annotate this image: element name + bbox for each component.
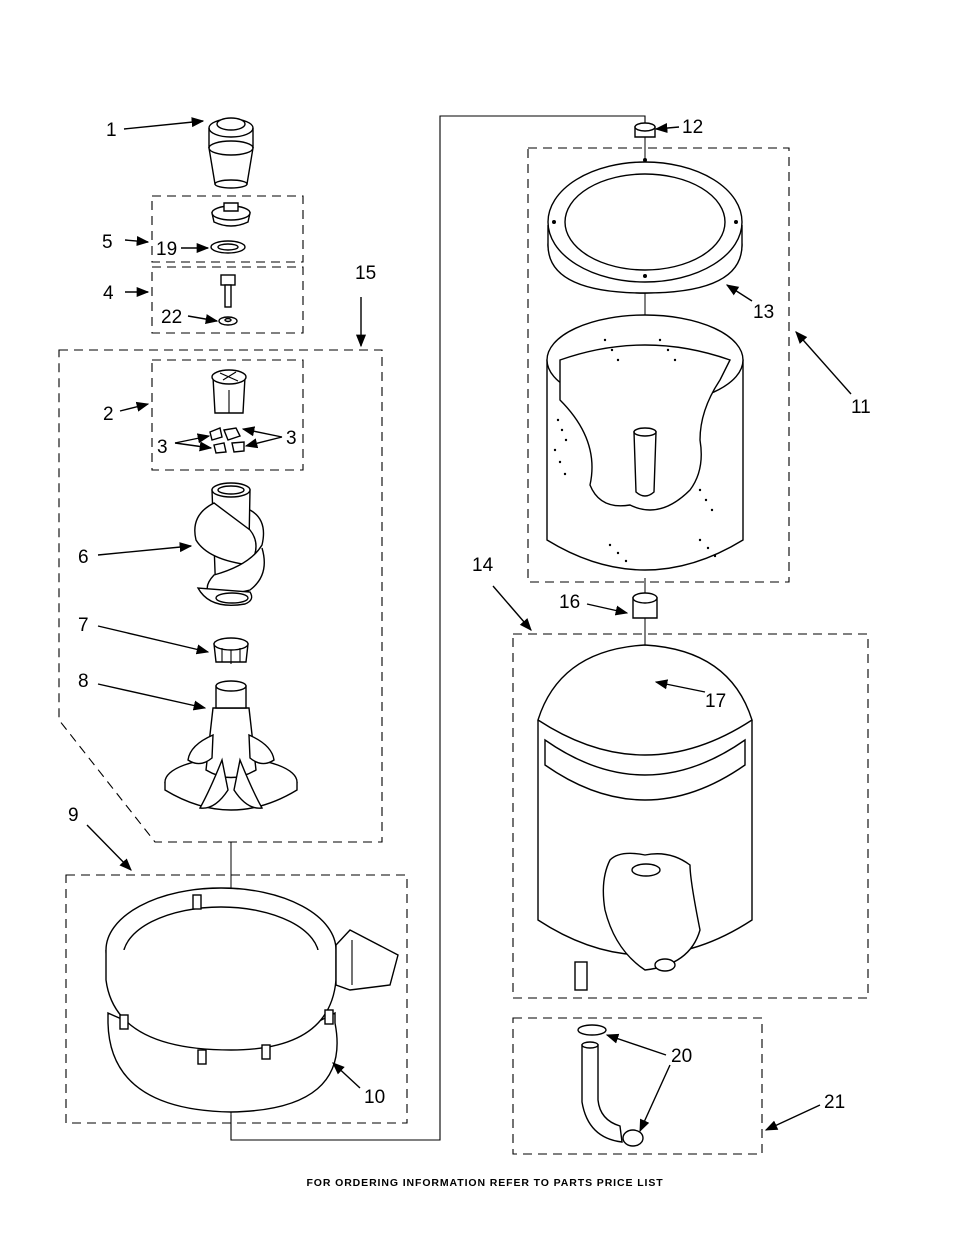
part-12-nut [634,122,656,138]
label-part-15: 15 [355,263,376,284]
label-part-20: 20 [671,1046,692,1067]
part-1-agitator-cap [208,117,254,189]
label-part-22: 22 [161,307,182,328]
part-6-auger [194,482,265,606]
part-16-seal [632,592,658,619]
part-11-wash-basket [546,314,744,571]
part-4-bolt [220,274,236,308]
label-part-12: 12 [682,117,703,138]
label-part-6: 6 [78,547,89,568]
part-3-agitator-dogs [209,427,245,454]
group-box-5 [151,195,304,263]
part-7-drive-bell [213,637,249,664]
label-part-13: 13 [753,302,774,323]
part-19-seal [210,240,246,254]
label-part-7: 7 [78,615,89,636]
label-part-8: 8 [78,671,89,692]
group-box-4 [151,266,304,334]
label-part-3-right: 3 [286,428,297,449]
basket-perforations [553,338,717,563]
label-part-16: 16 [559,592,580,613]
label-part-2: 2 [103,404,114,425]
group-box-21 [512,1017,763,1155]
group-box-11 [527,147,790,583]
label-part-3-left: 3 [157,437,168,458]
part-2-adapter [211,369,247,414]
part-8-agitator-base [164,680,298,811]
part-13-balance-ring [547,158,743,294]
part-20-drain-hose [577,1024,644,1147]
label-part-10: 10 [364,1087,385,1108]
label-part-5: 5 [102,232,113,253]
group-box-2 [151,359,304,471]
group-box-9 [65,874,408,1124]
label-part-1: 1 [106,120,117,141]
part-22-washer [218,316,238,326]
label-part-19: 19 [156,239,177,260]
part-10-tub-ring [105,887,399,1113]
label-part-14: 14 [472,555,494,576]
part-14-outer-tub [537,644,753,991]
leader-arrows [86,117,852,1133]
label-part-4: 4 [103,283,114,304]
label-part-11: 11 [851,397,871,418]
label-part-21: 21 [824,1092,845,1113]
label-part-17: 17 [705,691,726,712]
label-part-9: 9 [68,805,79,826]
part-5-cam [211,202,251,227]
assembly-connector-line [230,115,646,1141]
footer-ordering-note: FOR ORDERING INFORMATION REFER TO PARTS … [306,1177,663,1189]
